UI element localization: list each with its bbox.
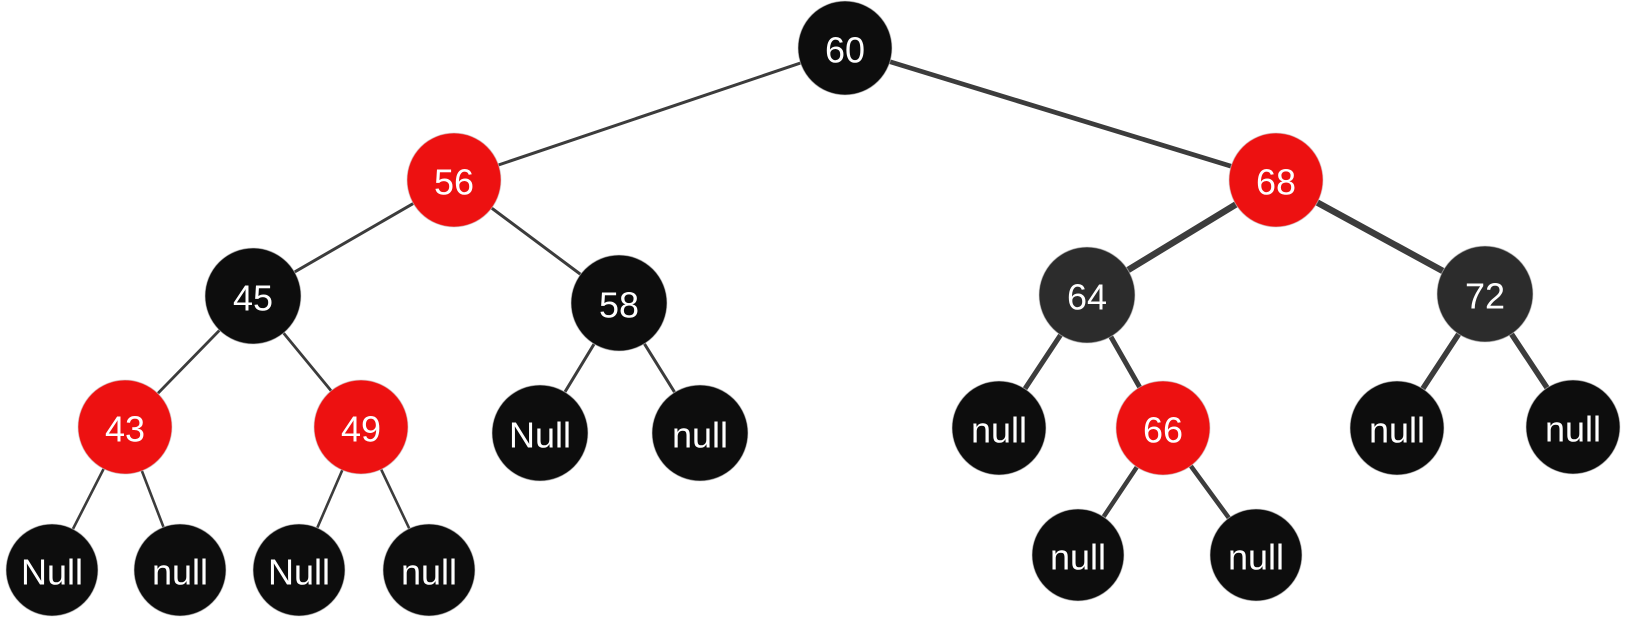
- tree-edge-n60-n56: [453, 46, 846, 182]
- node-circle-red: [1115, 380, 1211, 476]
- node-label: null: [1050, 537, 1106, 578]
- node-circle-black: [1349, 380, 1445, 476]
- tree-node-n66: 66: [1115, 380, 1211, 476]
- node-circle-black: [797, 0, 893, 96]
- node-label: 72: [1465, 276, 1505, 317]
- node-circle-black: [570, 254, 668, 352]
- node-label: Null: [268, 552, 330, 593]
- node-label: null: [672, 415, 728, 456]
- node-circle-black: [651, 384, 749, 482]
- node-circle-charcoal: [1038, 246, 1136, 344]
- tree-node-n49: 49: [313, 379, 409, 475]
- tree-edge-n60-n68: [844, 45, 1277, 183]
- tree-node-null2: null: [651, 384, 749, 482]
- tree-node-n56: 56: [406, 132, 502, 228]
- node-label: 64: [1067, 277, 1107, 318]
- tree-node-n72: 72: [1436, 245, 1534, 343]
- node-circle-red: [77, 379, 173, 475]
- node-label: 66: [1143, 410, 1183, 451]
- tree-node-null7: null: [133, 523, 227, 617]
- tree-node-n60: 60: [797, 0, 893, 96]
- node-circle-red: [1228, 132, 1324, 228]
- tree-node-null4: null: [1349, 380, 1445, 476]
- node-label: 49: [341, 409, 381, 450]
- node-label: 45: [233, 278, 273, 319]
- tree-node-null11: null: [1209, 508, 1303, 602]
- node-label: null: [971, 410, 1027, 451]
- node-circle-black: [133, 523, 227, 617]
- tree-node-null5: null: [1525, 379, 1621, 475]
- node-label: 60: [825, 30, 865, 71]
- tree-node-n58: 58: [570, 254, 668, 352]
- node-label: null: [1228, 537, 1284, 578]
- node-label: null: [401, 552, 457, 593]
- node-label: null: [152, 552, 208, 593]
- tree-node-n64: 64: [1038, 246, 1136, 344]
- node-circle-black: [5, 523, 99, 617]
- node-circle-black: [1525, 379, 1621, 475]
- node-circle-red: [313, 379, 409, 475]
- node-circle-black: [491, 384, 589, 482]
- node-circle-black: [951, 380, 1047, 476]
- node-circle-black: [204, 247, 302, 345]
- node-label: 68: [1256, 162, 1296, 203]
- tree-node-null6: Null: [5, 523, 99, 617]
- node-label: 43: [105, 409, 145, 450]
- node-label: 56: [434, 162, 474, 203]
- tree-node-null9: null: [382, 523, 476, 617]
- node-label: null: [1369, 410, 1425, 451]
- node-label: Null: [21, 552, 83, 593]
- node-circle-black: [1209, 508, 1303, 602]
- tree-node-null10: null: [1031, 508, 1125, 602]
- node-label: Null: [509, 415, 571, 456]
- node-circle-black: [382, 523, 476, 617]
- tree-node-n45: 45: [204, 247, 302, 345]
- node-label: null: [1545, 409, 1601, 450]
- tree-node-n43: 43: [77, 379, 173, 475]
- node-circle-black: [252, 523, 346, 617]
- node-label: 58: [599, 285, 639, 326]
- node-circle-charcoal: [1436, 245, 1534, 343]
- tree-node-null3: null: [951, 380, 1047, 476]
- node-circle-red: [406, 132, 502, 228]
- tree-node-null8: Null: [252, 523, 346, 617]
- tree-node-null1: Null: [491, 384, 589, 482]
- node-circle-black: [1031, 508, 1125, 602]
- tree-node-n68: 68: [1228, 132, 1324, 228]
